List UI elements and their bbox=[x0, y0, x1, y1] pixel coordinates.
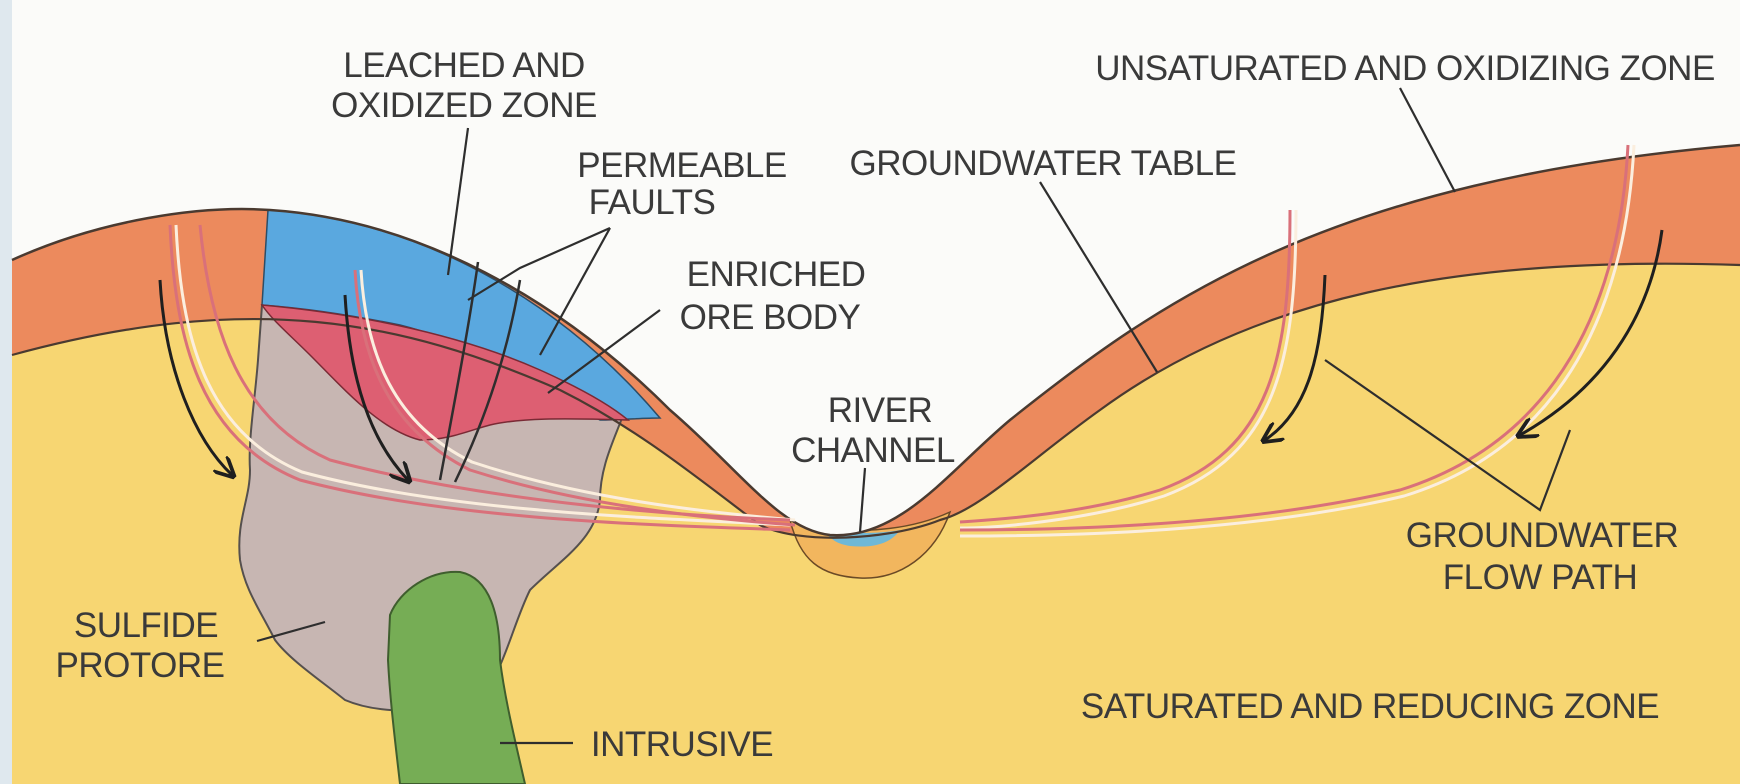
label-sulfide-line1: SULFIDE bbox=[74, 606, 218, 645]
svg-text:ENRICHED: ENRICHED bbox=[687, 255, 866, 294]
svg-text:GROUNDWATER TABLE: GROUNDWATER TABLE bbox=[850, 144, 1237, 183]
label-enriched-line2: ORE BODY bbox=[680, 298, 861, 337]
label-saturated-zone: SATURATED AND REDUCING ZONE bbox=[1081, 687, 1659, 726]
svg-text:PERMEABLE: PERMEABLE bbox=[577, 146, 786, 185]
label-leached-line2: OXIDIZED ZONE bbox=[331, 86, 597, 125]
svg-text:LEACHED AND: LEACHED AND bbox=[343, 46, 585, 85]
svg-text:FLOW PATH: FLOW PATH bbox=[1443, 558, 1637, 597]
svg-text:PROTORE: PROTORE bbox=[56, 646, 225, 685]
label-unsaturated-zone: UNSATURATED AND OXIDIZING ZONE bbox=[1095, 49, 1715, 88]
svg-text:SATURATED AND REDUCING ZONE: SATURATED AND REDUCING ZONE bbox=[1081, 687, 1659, 726]
label-intrusive: INTRUSIVE bbox=[591, 725, 773, 764]
label-enriched-line1: ENRICHED bbox=[687, 255, 866, 294]
label-flow-line1: GROUNDWATER bbox=[1406, 516, 1679, 555]
label-groundwater-table: GROUNDWATER TABLE bbox=[850, 144, 1237, 183]
label-permeable-line2: FAULTS bbox=[589, 183, 716, 222]
svg-text:ORE BODY: ORE BODY bbox=[680, 298, 861, 337]
svg-text:CHANNEL: CHANNEL bbox=[791, 431, 955, 470]
svg-text:SULFIDE: SULFIDE bbox=[74, 606, 218, 645]
label-permeable-line1: PERMEABLE bbox=[577, 146, 786, 185]
label-leached-line1: LEACHED AND bbox=[343, 46, 585, 85]
svg-text:OXIDIZED ZONE: OXIDIZED ZONE bbox=[331, 86, 597, 125]
label-river-line1: RIVER bbox=[828, 391, 932, 430]
label-river-line2: CHANNEL bbox=[791, 431, 955, 470]
label-flow-line2: FLOW PATH bbox=[1443, 558, 1637, 597]
svg-text:INTRUSIVE: INTRUSIVE bbox=[591, 725, 773, 764]
svg-text:RIVER: RIVER bbox=[828, 391, 932, 430]
svg-text:FAULTS: FAULTS bbox=[589, 183, 716, 222]
label-sulfide-line2: PROTORE bbox=[56, 646, 225, 685]
svg-text:UNSATURATED AND OXIDIZING ZONE: UNSATURATED AND OXIDIZING ZONE bbox=[1095, 49, 1715, 88]
svg-text:GROUNDWATER: GROUNDWATER bbox=[1406, 516, 1679, 555]
